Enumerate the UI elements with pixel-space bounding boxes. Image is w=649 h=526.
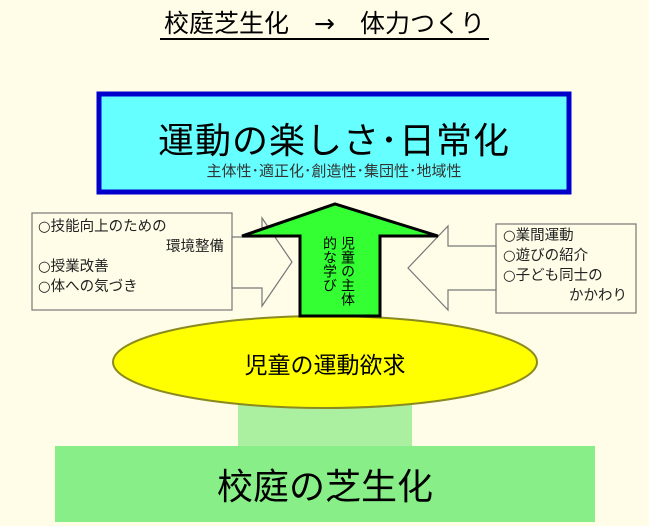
bottom-box bbox=[55, 446, 595, 522]
left-item: ○体への気づき bbox=[38, 279, 138, 295]
top-box-main-text: 運動の楽しさ･日常化 bbox=[157, 121, 510, 162]
right-item: かかわり bbox=[569, 288, 627, 304]
left-box bbox=[31, 212, 233, 311]
right-hollow-arrow bbox=[407, 224, 497, 312]
left-item: ○技能向上のための bbox=[38, 219, 167, 235]
center-green-arrow bbox=[241, 202, 439, 318]
top-box-sub-text: 主体性･適正化･創造性･集団性･地域性 bbox=[206, 162, 462, 180]
right-box bbox=[495, 223, 637, 314]
right-list: ○業間運動 ○遊びの紹介 ○子ども同士の かかわり bbox=[503, 226, 631, 306]
bottom-box-text: 校庭の芝生化 bbox=[216, 467, 433, 508]
top-box bbox=[96, 91, 572, 195]
right-item: ○子ども同士の bbox=[503, 268, 603, 284]
left-list: ○技能向上のための 環境整備 ○授業改善 ○体への気づき bbox=[38, 217, 228, 297]
right-item: ○遊びの紹介 bbox=[503, 248, 589, 264]
right-item: ○業間運動 bbox=[503, 228, 574, 244]
left-item: 環境整備 bbox=[166, 239, 224, 255]
page-title: 校庭芝生化 → 体力つくり bbox=[0, 4, 649, 40]
ellipse-text: 児童の運動欲求 bbox=[244, 353, 406, 379]
left-item: ○授業改善 bbox=[38, 259, 109, 275]
title-text: 校庭芝生化 → 体力つくり bbox=[160, 9, 489, 40]
center-arrow-text: 児童の主体的な学び bbox=[321, 236, 355, 306]
